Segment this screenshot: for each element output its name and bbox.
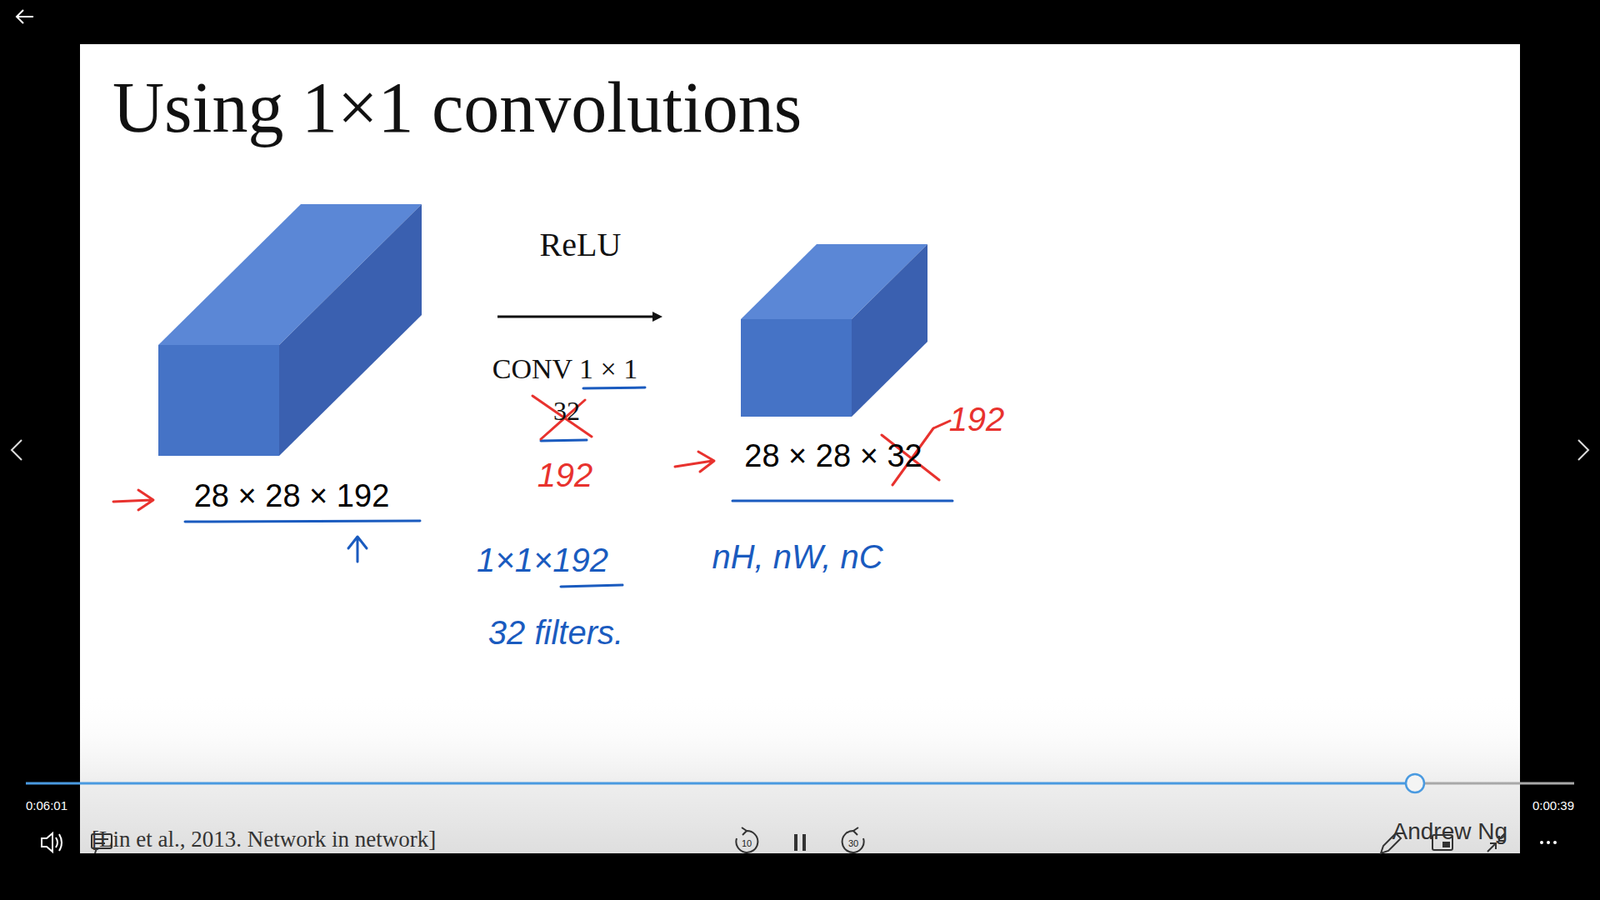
handwritten-note: 1×1×192 xyxy=(476,541,609,579)
layer-spec: CONV 1 × 1 xyxy=(492,353,638,385)
dot xyxy=(1553,840,1557,845)
slide-ground xyxy=(80,44,1520,854)
handwritten-note: 192 xyxy=(537,456,594,494)
handwritten-note: 192 xyxy=(949,400,1005,438)
dot xyxy=(1540,840,1544,845)
red-cross-out xyxy=(532,395,592,440)
tensor-volume: 28 × 28 × 192 xyxy=(140,195,444,521)
red-pointer-arrow xyxy=(113,490,154,510)
connector-arrow xyxy=(497,315,654,319)
volume-icon xyxy=(41,833,62,852)
activation-label: ReLU xyxy=(536,226,625,264)
more-icon xyxy=(1540,840,1557,845)
progress-thumb xyxy=(1405,774,1425,793)
blue-underline xyxy=(540,440,587,441)
back-arrow xyxy=(16,10,34,24)
forward-icon xyxy=(842,827,865,853)
blue-underline xyxy=(732,500,953,503)
dimension-label: 28 × 28 × 32 xyxy=(715,438,952,475)
slide-title: Using 1×1 convolutions xyxy=(112,68,802,148)
dot xyxy=(1546,840,1550,845)
blue-underline xyxy=(583,387,645,389)
skip-seconds: 10 xyxy=(741,838,752,849)
citation: [Lin et al., 2013. Network in network] xyxy=(91,827,436,853)
cube-front xyxy=(740,319,852,417)
struck-filter-count: 32 xyxy=(553,396,580,426)
cube-side xyxy=(851,244,928,417)
progress-rest xyxy=(1415,782,1575,785)
speaker xyxy=(41,833,53,852)
rewind-icon xyxy=(735,827,758,853)
handwritten-note: nH, nW, nC xyxy=(711,538,883,575)
red-pointer-arrow xyxy=(675,451,715,472)
tensor-volume: 28 × 28 × 32 xyxy=(715,233,952,484)
next-chevron xyxy=(1578,440,1589,460)
dimension-label: 28 × 28 × 192 xyxy=(140,478,444,515)
blue-underline xyxy=(185,520,420,522)
author-credit: Andrew Ng xyxy=(1391,819,1508,845)
sound-waves xyxy=(55,834,62,851)
progress-played xyxy=(25,782,1415,785)
prev-chevron xyxy=(11,440,22,460)
blue-underline xyxy=(560,585,623,587)
pause-bar xyxy=(794,834,798,851)
cube-front xyxy=(158,345,280,456)
player-fade xyxy=(80,694,1520,854)
skip-seconds: 30 xyxy=(848,838,859,849)
remaining-time: 0:00:39 xyxy=(1532,799,1575,814)
elapsed-time: 0:06:01 xyxy=(25,799,68,814)
pause-bar xyxy=(802,834,806,851)
blue-up-arrow xyxy=(348,536,367,562)
handwritten-note: 32 filters. xyxy=(488,614,624,651)
cube-side xyxy=(279,204,422,456)
